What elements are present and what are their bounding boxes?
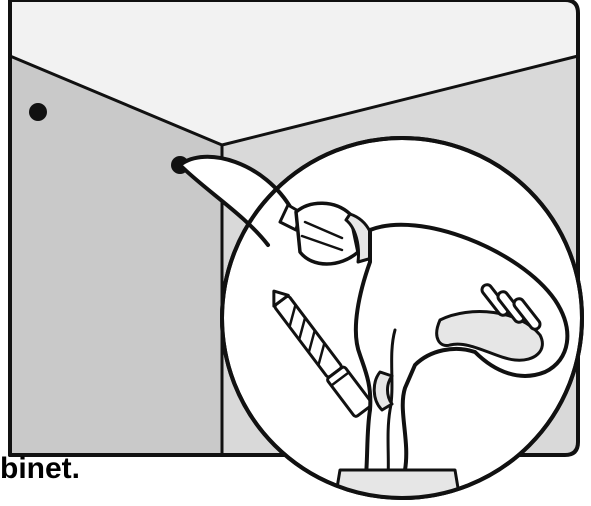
drill-bit-icon — [272, 289, 374, 418]
drill-hole-marker-icon — [29, 103, 47, 121]
drill-trigger — [372, 370, 394, 412]
cabinet-outline — [8, 0, 580, 457]
cabinet-top-left-crease — [8, 54, 224, 147]
cabinet-top-right-crease — [220, 54, 580, 147]
cabinet-left-panel — [10, 56, 222, 455]
drill-collar — [344, 212, 376, 264]
drill-body — [353, 222, 570, 498]
power-drill-icon — [278, 201, 570, 498]
drill-vents — [480, 283, 542, 331]
caption-text: binet. — [0, 452, 80, 485]
cabinet-top-panel — [10, 0, 578, 145]
drill-chuck — [294, 201, 360, 266]
callout-circle-outline — [220, 136, 584, 500]
callout-tail-outline — [178, 154, 294, 247]
